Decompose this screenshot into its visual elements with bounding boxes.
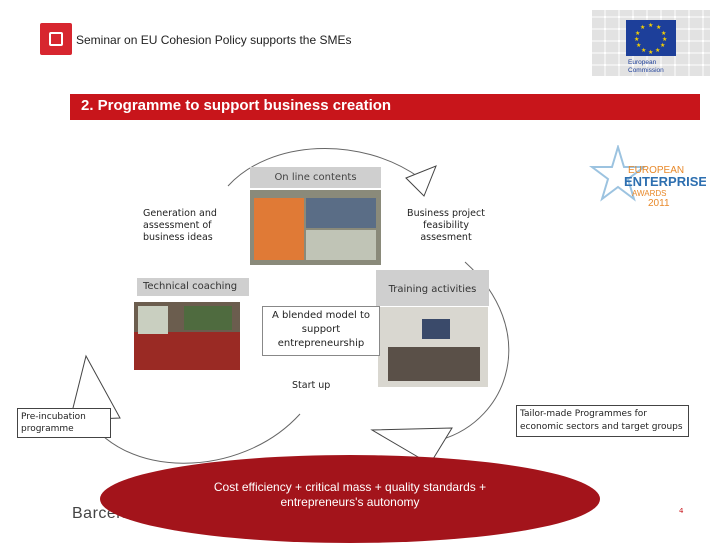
ec-label: European Commission (628, 59, 664, 75)
slide-title: 2. Programme to support business creatio… (81, 97, 392, 114)
pre-incubation-label: Pre-incubation programme (17, 408, 111, 438)
office-photo-image (134, 302, 240, 370)
summary-text: Cost efficiency + critical mass + qualit… (213, 480, 487, 509)
ec-label-line2: Commission (628, 67, 664, 74)
award-line3: AWARDS (632, 189, 667, 198)
award-line1: EUROPEAN (628, 165, 684, 176)
award-line4: 2011 (648, 198, 670, 209)
header-title: Seminar on EU Cohesion Policy supports t… (76, 33, 352, 47)
feasibility-label: Business project feasibility assesment (407, 208, 485, 243)
training-activities-label: Training activities (376, 270, 489, 306)
barcelona-activa-logo-icon (40, 23, 72, 55)
blended-model-label: A blended model to support entrepreneurs… (262, 306, 380, 356)
summary-ellipse (100, 455, 600, 543)
enterprise-awards-logo-icon: EUROPEAN ENTERPRISE AWARDS 2011 (589, 145, 706, 209)
generation-label: Generation and assessment of business id… (143, 208, 217, 243)
award-line2: ENTERPRISE (624, 174, 706, 189)
eu-flag-icon: ★ ★ ★ ★ ★ ★ ★ ★ ★ ★ ★ ★ (626, 20, 676, 56)
arrow-head-right (370, 427, 453, 465)
start-up-label: Start up (292, 380, 331, 391)
technical-coaching-label: Technical coaching (137, 278, 249, 296)
online-contents-label: On line contents (250, 167, 381, 188)
ec-label-line1: European (628, 59, 657, 66)
website-screenshot-image (250, 190, 381, 265)
page-number: 4 (679, 507, 684, 515)
title-banner (70, 94, 700, 120)
tailor-made-label: Tailor-made Programmes for economic sect… (516, 405, 689, 437)
arrow-head-top (405, 165, 437, 197)
training-photo-image (378, 307, 488, 387)
